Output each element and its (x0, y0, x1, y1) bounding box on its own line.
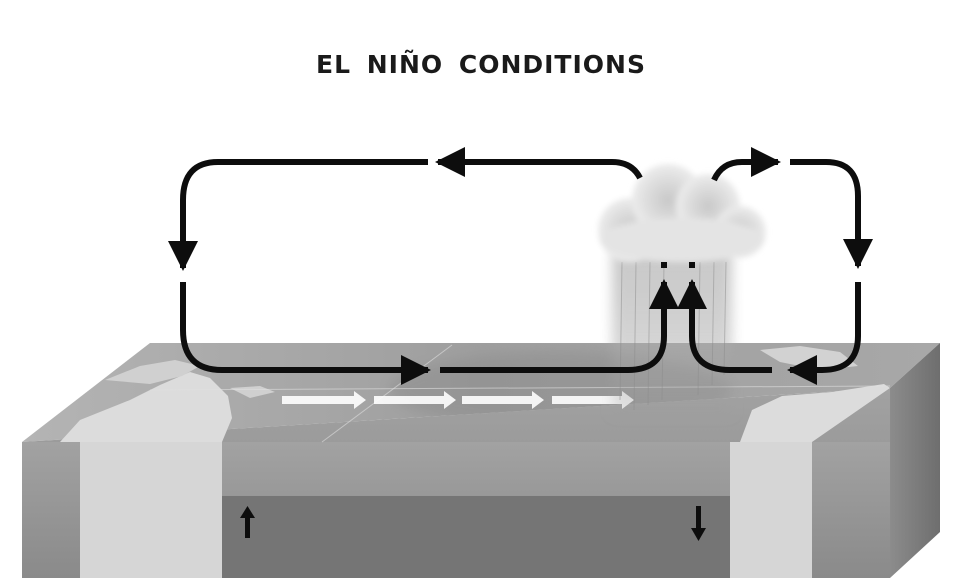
loop-top-arrow (435, 147, 643, 180)
deep-layer (222, 496, 730, 578)
thermocline-arrows (240, 506, 706, 541)
ocean-block (22, 343, 940, 578)
wind-arrow (374, 391, 456, 409)
small-loop-descent-arrow (787, 282, 861, 385)
wind-arrow (282, 391, 366, 409)
diagram-title: EL NIÑO CONDITIONS (316, 50, 646, 79)
circulation-loop-small (677, 147, 873, 385)
rainfall (612, 250, 732, 415)
land-east-top (740, 384, 890, 442)
loop-bottom-arrow (440, 279, 679, 373)
ocean-side-face (890, 343, 940, 578)
loop-left-arrow (180, 282, 431, 385)
wind-arrow (552, 391, 634, 409)
small-loop-right-arrow (790, 159, 873, 269)
small-loop-top-arrow (711, 147, 781, 182)
storm-cloud (598, 164, 766, 262)
wind-arrow (462, 391, 544, 409)
small-loop-bottom-arrow (677, 279, 772, 373)
surface-wind-arrows (282, 391, 634, 409)
land-east-front (730, 442, 812, 578)
land-west-front (80, 442, 222, 578)
circulation-loop-large (168, 147, 679, 385)
upwelling-arrow-west (240, 506, 255, 538)
downwelling-arrow-east (691, 506, 706, 541)
